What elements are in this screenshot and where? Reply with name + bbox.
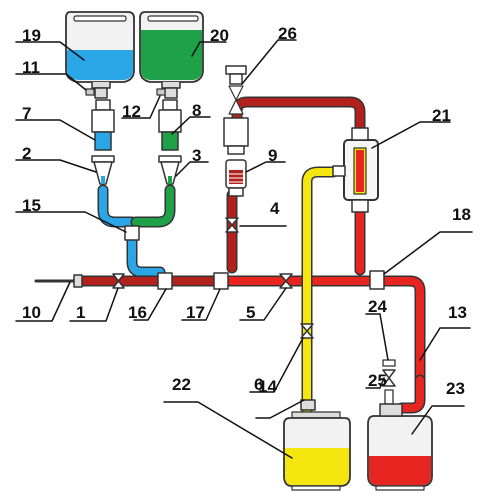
separator-21	[332, 127, 379, 213]
bag-20	[139, 11, 204, 99]
label-4: 4	[270, 199, 280, 218]
label-20: 20	[210, 26, 229, 45]
label-24: 24	[368, 297, 387, 316]
label-10: 10	[22, 303, 41, 322]
label-18: 18	[452, 205, 471, 224]
label-1: 1	[76, 303, 86, 322]
connector-17	[213, 272, 229, 290]
label-17: 17	[186, 303, 205, 322]
filter-7	[91, 99, 115, 151]
label-12: 12	[122, 102, 141, 121]
chamber-26	[223, 65, 249, 155]
label-25: 25	[368, 371, 387, 390]
label-26: 26	[278, 24, 297, 43]
bag-23	[367, 403, 433, 491]
label-14: 14	[258, 377, 277, 396]
label-8: 8	[192, 101, 202, 120]
label-7: 7	[22, 104, 32, 123]
leader-lines	[15, 39, 473, 459]
drip-chamber-3	[158, 155, 182, 185]
label-11: 11	[22, 58, 40, 77]
filter-8	[158, 99, 182, 151]
connector-16	[157, 272, 173, 290]
label-21: 21	[432, 106, 451, 125]
label-2: 2	[22, 144, 32, 163]
clamp-4	[225, 217, 239, 233]
filter-9	[225, 159, 247, 197]
label-22: 22	[172, 375, 191, 394]
label-16: 16	[128, 303, 147, 322]
label-19: 19	[22, 26, 41, 45]
label-3: 3	[192, 146, 202, 165]
clamp-24-25	[382, 359, 396, 405]
connector-18	[369, 270, 385, 290]
clamp-5	[279, 273, 293, 289]
loop-dark-red	[231, 96, 366, 146]
label-15: 15	[22, 196, 41, 215]
label-5: 5	[246, 303, 256, 322]
bag-22	[283, 399, 351, 491]
drip-chamber-2	[91, 155, 115, 185]
clamp-1	[112, 273, 125, 289]
label-13: 13	[448, 303, 467, 322]
label-9: 9	[268, 146, 278, 165]
label-6: 6	[254, 375, 264, 394]
label-23: 23	[446, 379, 465, 398]
needle-tip	[34, 274, 83, 288]
clamp-6	[300, 323, 314, 339]
bag-19	[65, 11, 135, 99]
y-connector-15	[124, 225, 140, 241]
